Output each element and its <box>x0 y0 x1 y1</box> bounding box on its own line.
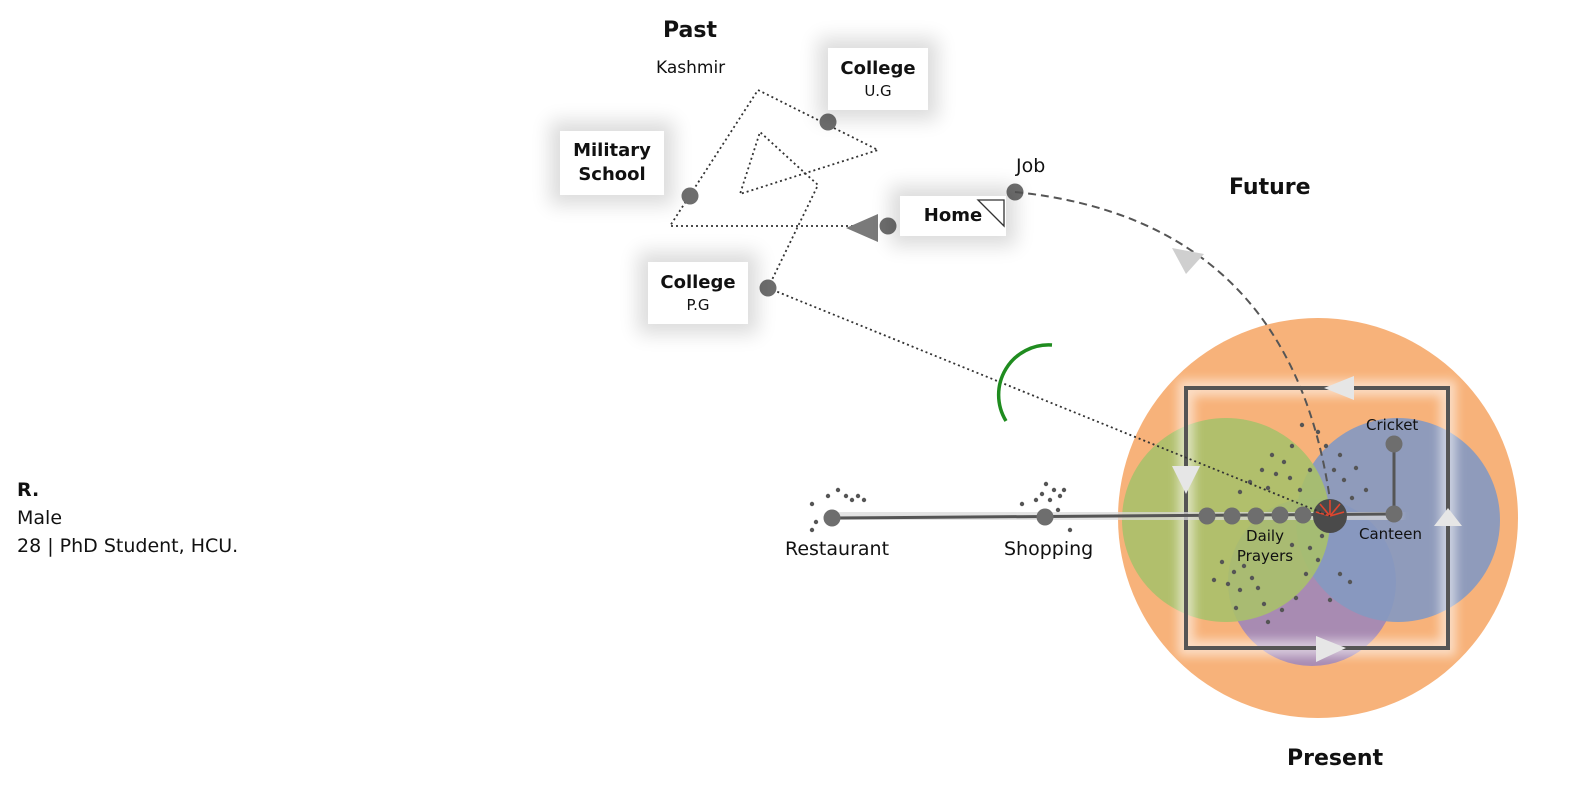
person-details: 28 | PhD Student, HCU. <box>17 535 239 557</box>
activity-dots <box>809 422 1369 625</box>
pg-to-present-dotted <box>767 287 1331 517</box>
restaurant-label: Restaurant <box>785 538 890 560</box>
home-node <box>879 217 897 235</box>
person-info: R. Male 28 | PhD Student, HCU. <box>17 476 238 560</box>
military-school-node <box>681 187 699 205</box>
green-arc <box>996 343 1053 422</box>
college-pg-title: College <box>660 272 736 293</box>
military-school-box: Military School <box>560 131 664 195</box>
prayer-node-5 <box>1294 506 1312 524</box>
future-heading: Future <box>1229 175 1311 200</box>
college-ug-box: College U.G <box>828 48 928 110</box>
loop-arrow-left <box>1172 466 1200 494</box>
restaurant-node <box>823 509 841 527</box>
present-heading: Present <box>1287 746 1384 771</box>
loop-arrow-right <box>1434 508 1462 526</box>
cricket-node <box>1385 435 1403 453</box>
home-title: Home <box>923 205 983 226</box>
kashmir-label: Kashmir <box>656 58 726 78</box>
shopping-label: Shopping <box>1004 538 1094 560</box>
future-arrow <box>1172 248 1204 274</box>
past-heading: Past <box>663 18 717 43</box>
cricket-label: Cricket <box>1366 416 1419 434</box>
college-pg-node <box>759 279 777 297</box>
military-school-title: Military School <box>573 140 651 185</box>
home-box: Home <box>900 196 1006 236</box>
person-gender: Male <box>17 507 63 529</box>
past-nodes <box>681 113 1024 297</box>
prayer-node-1 <box>1198 507 1216 525</box>
canteen-node <box>1385 505 1403 523</box>
shopping-node <box>1036 508 1054 526</box>
prayer-node-3 <box>1247 507 1265 525</box>
job-label: Job <box>1016 155 1046 177</box>
college-ug-title: College <box>840 58 916 79</box>
prayer-node-4 <box>1271 506 1289 524</box>
home-corner-icon <box>976 199 1005 228</box>
past-dotted-path <box>668 88 888 289</box>
college-ug-node <box>819 113 837 131</box>
person-name: R. <box>17 479 40 501</box>
home-arrow <box>846 214 878 242</box>
future-dashed-arc <box>1014 191 1331 501</box>
college-ug-subtitle: U.G <box>864 82 892 100</box>
loop-arrow-bottom <box>1316 636 1346 662</box>
prayer-node-2 <box>1223 507 1241 525</box>
college-pg-subtitle: P.G <box>686 296 710 314</box>
loop-arrow-top <box>1324 376 1354 400</box>
canteen-label: Canteen <box>1359 525 1423 543</box>
daily-prayers-label: Daily Prayers <box>1236 527 1294 565</box>
present-center-burst <box>1315 500 1345 517</box>
route-nodes <box>823 435 1403 527</box>
college-pg-box: College P.G <box>648 262 748 324</box>
